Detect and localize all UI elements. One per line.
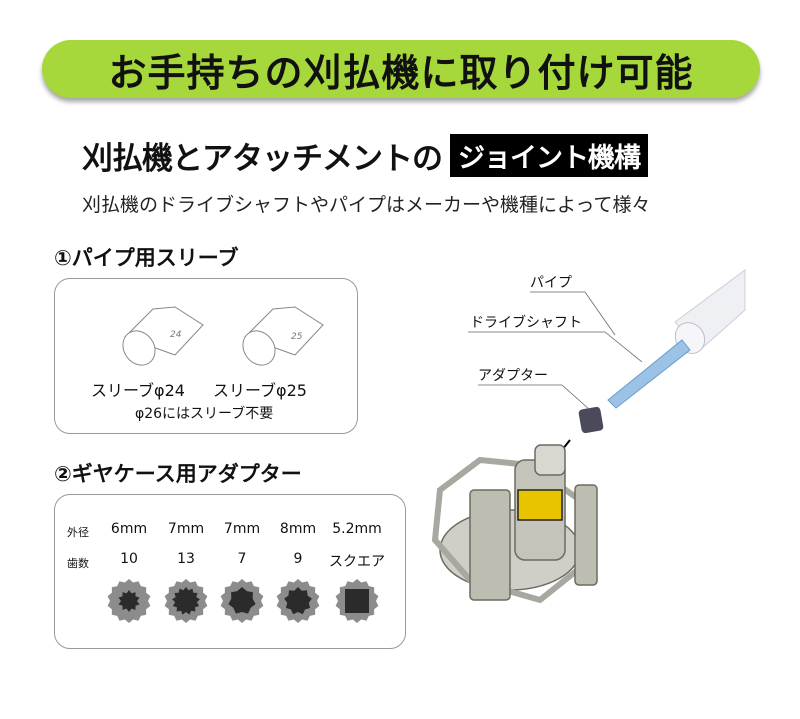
section-title: 刈払機とアタッチメントの ジョイント機構	[82, 133, 648, 177]
subtitle: 刈払機のドライブシャフトやパイプはメーカーや機種によって様々	[82, 194, 651, 216]
spline-socket-icon	[118, 590, 140, 612]
sleeve-25-icon: 25	[242, 306, 324, 366]
sleeve-24-icon: 24	[122, 306, 204, 366]
adapter-teeth: 9	[293, 551, 303, 567]
teeth-row-label: 歯数	[67, 557, 89, 570]
adapter-icon	[578, 406, 604, 434]
adapter-teeth: 13	[177, 551, 195, 567]
adapter-diameter: 8mm	[279, 521, 317, 537]
headline-text: お手持ちの刈払機に取り付け可能	[108, 50, 694, 95]
adapter-diameter: 7mm	[167, 521, 205, 537]
adapter-teeth: 10	[120, 551, 138, 567]
attachment-diagram	[431, 269, 746, 604]
pipe-callout: パイプ	[530, 275, 572, 291]
spline-socket-icon	[228, 587, 256, 614]
sleeve-illustrations: 24 25	[122, 306, 324, 366]
adapter-callout: アダプター	[478, 368, 548, 384]
spline-socket-icon	[172, 587, 200, 615]
adapter-diameter: 5.2mm	[332, 521, 382, 537]
sleeve-note: φ26にはスリーブ不要	[135, 406, 274, 422]
sleeve-25-label: スリーブφ25	[213, 381, 307, 400]
adapter-teeth: スクエア	[329, 554, 385, 570]
headline-banner: お手持ちの刈払機に取り付け可能	[42, 40, 760, 98]
sleeve-24-marking: 24	[170, 330, 182, 340]
sleeve-24-label: スリーブφ24	[91, 381, 185, 400]
drive-shaft-callout: ドライブシャフト	[470, 315, 582, 331]
adapter-heading: ②ギヤケース用アダプター	[54, 462, 302, 486]
title-main: 刈払機とアタッチメントの	[82, 140, 443, 177]
sleeve-box: 24 25 スリーブφ24 スリーブφ25 φ26にはスリーブ不要	[54, 278, 358, 434]
adapter-socket-icons	[107, 579, 379, 623]
adapter-diameter: 6mm	[110, 521, 148, 537]
square-socket-icon	[345, 589, 369, 613]
spline-socket-icon	[284, 587, 312, 615]
sleeve-25-marking: 25	[291, 332, 303, 342]
title-highlight: ジョイント機構	[450, 133, 648, 177]
adapter-diameter: 7mm	[223, 521, 261, 537]
adapter-box: 外径 歯数 6mm 10 7mm 13 7mm 7 8mm 9 5.2mm スクエア	[54, 494, 406, 649]
sleeve-heading: ①パイプ用スリーブ	[54, 246, 239, 270]
adapter-teeth: 7	[237, 551, 247, 567]
gear-case-blades-icon	[431, 444, 598, 604]
diameter-row-label: 外径	[67, 526, 89, 539]
drive-shaft-icon	[607, 339, 691, 409]
